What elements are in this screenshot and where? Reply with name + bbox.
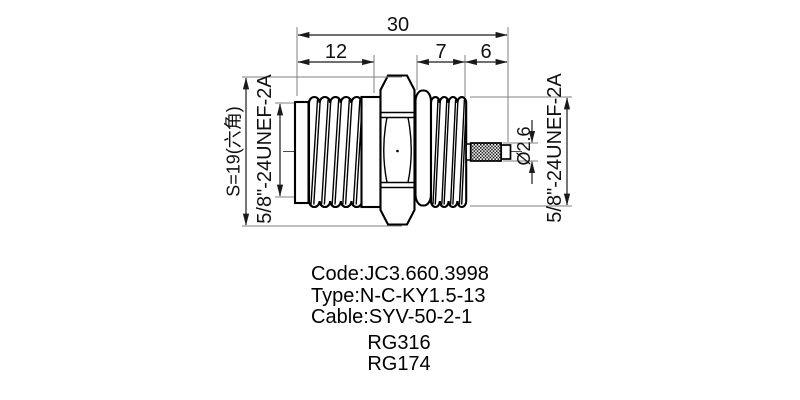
dimension-right-length: 6 xyxy=(464,41,508,66)
dimension-right-thread: 5/8"-24UNEF-2A xyxy=(544,73,571,223)
dimension-pin-diameter: Ø2.6 xyxy=(514,120,536,184)
collar xyxy=(360,95,382,209)
dimension-mid-length: 7 xyxy=(416,41,466,66)
pin-end-cap xyxy=(500,144,512,160)
hex-size-label: S=19(六角) xyxy=(224,106,244,197)
knurled-sleeve xyxy=(469,142,503,162)
part-cable: Cable:SYV-50-2-1 xyxy=(311,306,473,328)
part-type: Type:N-C-KY1.5-13 xyxy=(311,284,486,307)
hex-center-mark xyxy=(396,149,399,153)
dimension-total-length: 30 xyxy=(297,14,508,39)
part-info-block: Code:JC3.660.3998 Type:N-C-KY1.5-13 Cabl… xyxy=(311,263,489,376)
part-cable-alt-2: RG174 xyxy=(367,353,431,375)
pin-diameter-label: Ø2.6 xyxy=(514,126,534,165)
dimension-hex-size: S=19(六角) xyxy=(224,77,250,226)
dim-left-label: 12 xyxy=(325,41,347,63)
dim-right-label: 6 xyxy=(480,41,491,63)
right-thread-section xyxy=(429,95,468,209)
extension-lines xyxy=(242,27,572,227)
part-cable-alt-1: RG316 xyxy=(367,331,431,354)
dimension-left-thread: 5/8"-24UNEF-2A xyxy=(254,74,284,224)
front-face xyxy=(293,100,310,205)
washer xyxy=(414,89,433,207)
cable-pin xyxy=(465,142,512,162)
hex-nut xyxy=(379,74,416,226)
left-thread-label: 5/8"-24UNEF-2A xyxy=(254,74,276,224)
part-code: Code:JC3.660.3998 xyxy=(311,263,489,285)
right-thread-label: 5/8"-24UNEF-2A xyxy=(544,73,566,223)
connector-body xyxy=(293,74,512,226)
dim-total-label: 30 xyxy=(387,14,409,36)
left-thread-section xyxy=(307,95,364,209)
dimensions: 30 12 7 6 S=19(六角) 5/8"-24UNEF-2A xyxy=(224,14,571,226)
dimension-left-length: 12 xyxy=(297,41,375,66)
dim-mid-label: 7 xyxy=(435,41,446,63)
